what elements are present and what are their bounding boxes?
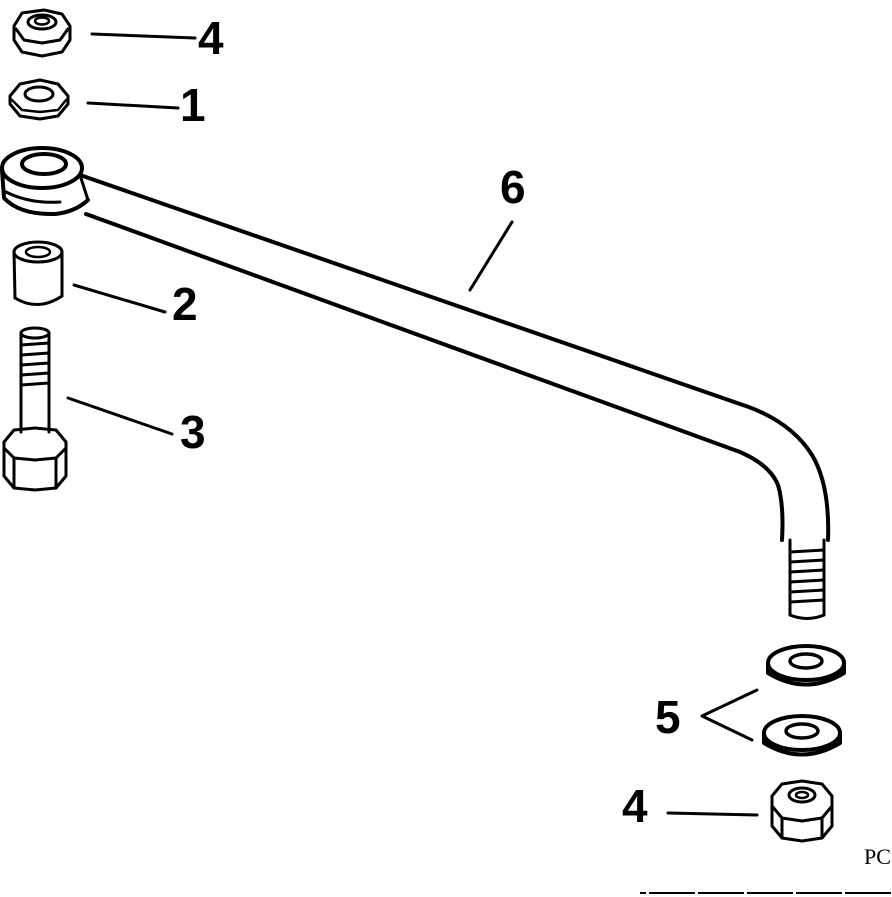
washer [8, 78, 70, 121]
callout-1: 1 [180, 79, 206, 131]
top-lock-nut [12, 8, 72, 58]
steering-link-rod [0, 146, 831, 620]
callout-4-bottom: 4 [622, 780, 648, 832]
callout-3: 3 [180, 406, 206, 458]
flat-washer-upper [766, 644, 846, 687]
callout-2: 2 [172, 278, 198, 330]
bottom-lock-nut [770, 779, 834, 843]
flat-washer-lower [762, 714, 842, 757]
bushing [12, 240, 64, 306]
part-code-text: PC [864, 844, 891, 869]
hex-bolt [2, 326, 68, 492]
callout-4-top: 4 [198, 12, 224, 64]
callout-6: 6 [500, 161, 526, 213]
callout-5: 5 [655, 691, 681, 743]
